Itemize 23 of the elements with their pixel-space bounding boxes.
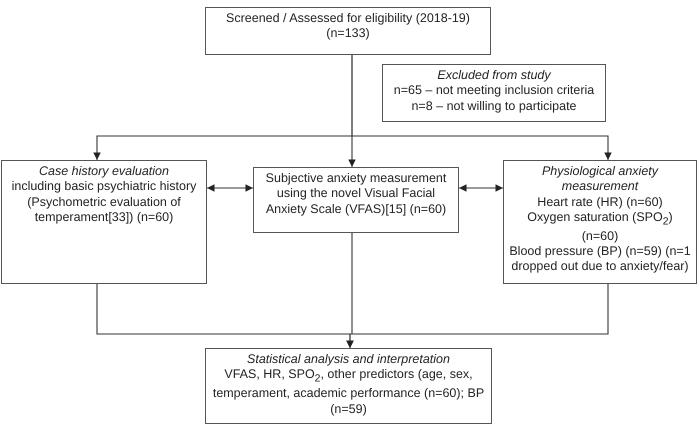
process-box xyxy=(503,160,697,284)
box-text: Oxygen saturation (SPO$_{2}$) (n=60) xyxy=(526,210,674,244)
box-heading: Case history evaluation xyxy=(38,164,170,180)
arrow xyxy=(207,184,253,192)
box-text: n=8 – not willing to participate xyxy=(410,98,578,114)
arrow xyxy=(346,284,609,348)
arrow xyxy=(351,55,612,160)
box-text: VFAS, HR, SPO$_{2}$, other predictors (age, sex, temperament, academic performance (n=60); BP (n=59) xyxy=(212,367,486,417)
box-heading: Physiological anxiety measurement xyxy=(540,164,660,194)
process-box xyxy=(205,7,491,55)
box-text: Heart rate (HR) (n=60) xyxy=(536,194,664,210)
box-text: n=65 – not meeting inclusion criteria xyxy=(392,83,596,98)
note-box xyxy=(382,64,606,122)
box-text: Subjective anxiety measurement using the novel Visual Facial Anxiety Scale (VFAS)[15] (n=60) xyxy=(264,171,448,217)
box-text: including basic psychiatric history (Psychometric evaluation of temperament[33]) (n=60) xyxy=(10,179,198,225)
process-box xyxy=(253,167,459,233)
box-text: Blood pressure (BP) (n=59) (n=1 dropped out due to anxiety/fear) xyxy=(508,244,692,275)
process-box xyxy=(205,348,492,424)
box-text: Screened / Assessed for eligibility (2018-19) (n=133) xyxy=(225,11,471,42)
arrow xyxy=(459,184,503,192)
box-heading: Excluded from study xyxy=(436,68,552,84)
box-heading: Statistical analysis and interpretation xyxy=(246,352,451,368)
process-box xyxy=(1,160,207,284)
